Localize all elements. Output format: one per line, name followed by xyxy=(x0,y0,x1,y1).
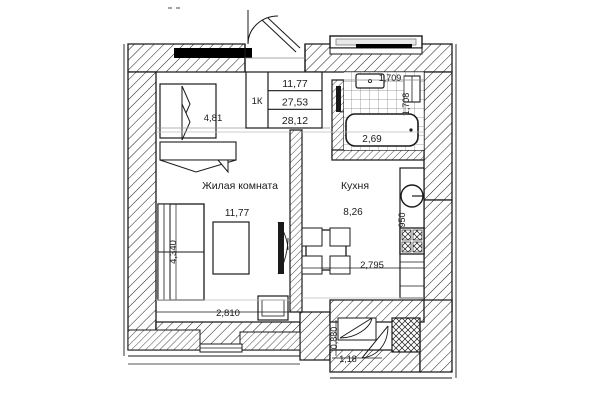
guide-lines xyxy=(156,131,424,301)
wall-right-lower xyxy=(423,199,453,313)
info-table-total-with-balcony: 28,12 xyxy=(282,115,308,127)
door-swing-hall xyxy=(361,325,389,359)
coffee-table xyxy=(212,221,250,275)
bathtub xyxy=(345,113,419,147)
wall-right-entrance xyxy=(419,299,453,373)
room-label-kitchen: Кухня xyxy=(341,180,369,192)
doors xyxy=(277,86,421,359)
dimension-bathroom-right: 1,708 xyxy=(401,93,411,116)
room-area-living-room: 11,77 xyxy=(225,208,250,219)
wall-bathroom-bottom xyxy=(331,149,425,161)
room-area-kitchen: 8,26 xyxy=(343,207,363,218)
info-table-total-area: 27,53 xyxy=(282,97,308,109)
burner-3 xyxy=(401,241,412,253)
door-leaf-bathroom xyxy=(336,86,341,112)
sofa xyxy=(157,203,205,301)
bathtub-drain xyxy=(409,128,413,132)
burner-2 xyxy=(412,229,423,241)
room-label-living-room: Жилая комната xyxy=(202,180,278,192)
shelf-unit xyxy=(159,141,237,174)
room-area-bathroom: 2,69 xyxy=(362,134,382,145)
door-hall xyxy=(361,325,389,359)
info-table-living-area: 11,77 xyxy=(282,78,308,90)
dimension-hall-bottom: 1,18 xyxy=(339,354,357,364)
balcony-top-center xyxy=(244,10,306,72)
sink-drain xyxy=(367,78,373,84)
dimension-lines xyxy=(156,76,424,359)
stove xyxy=(399,227,425,255)
chair-2 xyxy=(329,227,351,247)
chair-1 xyxy=(301,227,323,247)
burner-1 xyxy=(401,229,412,241)
door-swing-living xyxy=(277,237,289,275)
sink xyxy=(355,73,385,89)
bathroom-fixtures xyxy=(344,72,424,150)
wall-right-upper xyxy=(423,71,453,201)
wall-left-exterior xyxy=(127,71,157,351)
dimension-kitchen-bottom: 2,795 xyxy=(360,260,384,271)
dimension-living-bottom: 2,810 xyxy=(216,308,240,319)
info-table-border xyxy=(245,71,323,129)
door-leaf-living xyxy=(278,222,284,274)
closet-bottom-right xyxy=(391,317,421,353)
wall-footing-mid xyxy=(239,331,301,351)
door-entrance xyxy=(337,317,377,341)
door-living-room xyxy=(277,221,289,275)
wall-structure xyxy=(123,43,457,379)
info-table-type: 1К xyxy=(252,96,263,107)
plan-labels: Жилая комната 11,77 Кухня 8,26 2,69 4,81… xyxy=(168,73,411,364)
dimension-top-left: 4,81 xyxy=(204,113,223,124)
wall-corridor-top xyxy=(329,299,425,323)
window-living-solid xyxy=(174,48,252,58)
dimension-living-left: 4,340 xyxy=(168,240,179,264)
door-swing-balcony xyxy=(247,15,279,45)
door-swing-entrance xyxy=(339,317,373,339)
kitchen-furniture xyxy=(301,167,425,299)
window-top-right xyxy=(329,35,423,55)
wall-partition-living-kitchen xyxy=(289,129,303,313)
dimension-bathroom-top: 1,709 xyxy=(379,73,402,83)
chair-3 xyxy=(301,255,323,275)
dimension-hall-left: 0,880 xyxy=(329,327,339,350)
dimension-kitchen-right: 950 xyxy=(397,212,407,227)
wardrobe xyxy=(159,83,217,141)
apartment-info-table: 1К 11,77 27,53 28,12 xyxy=(245,71,323,129)
chair-4 xyxy=(329,255,351,275)
openings xyxy=(174,10,423,353)
wall-entrance-left xyxy=(299,311,331,361)
burner-4 xyxy=(412,241,423,253)
wall-footing-left xyxy=(127,329,201,351)
